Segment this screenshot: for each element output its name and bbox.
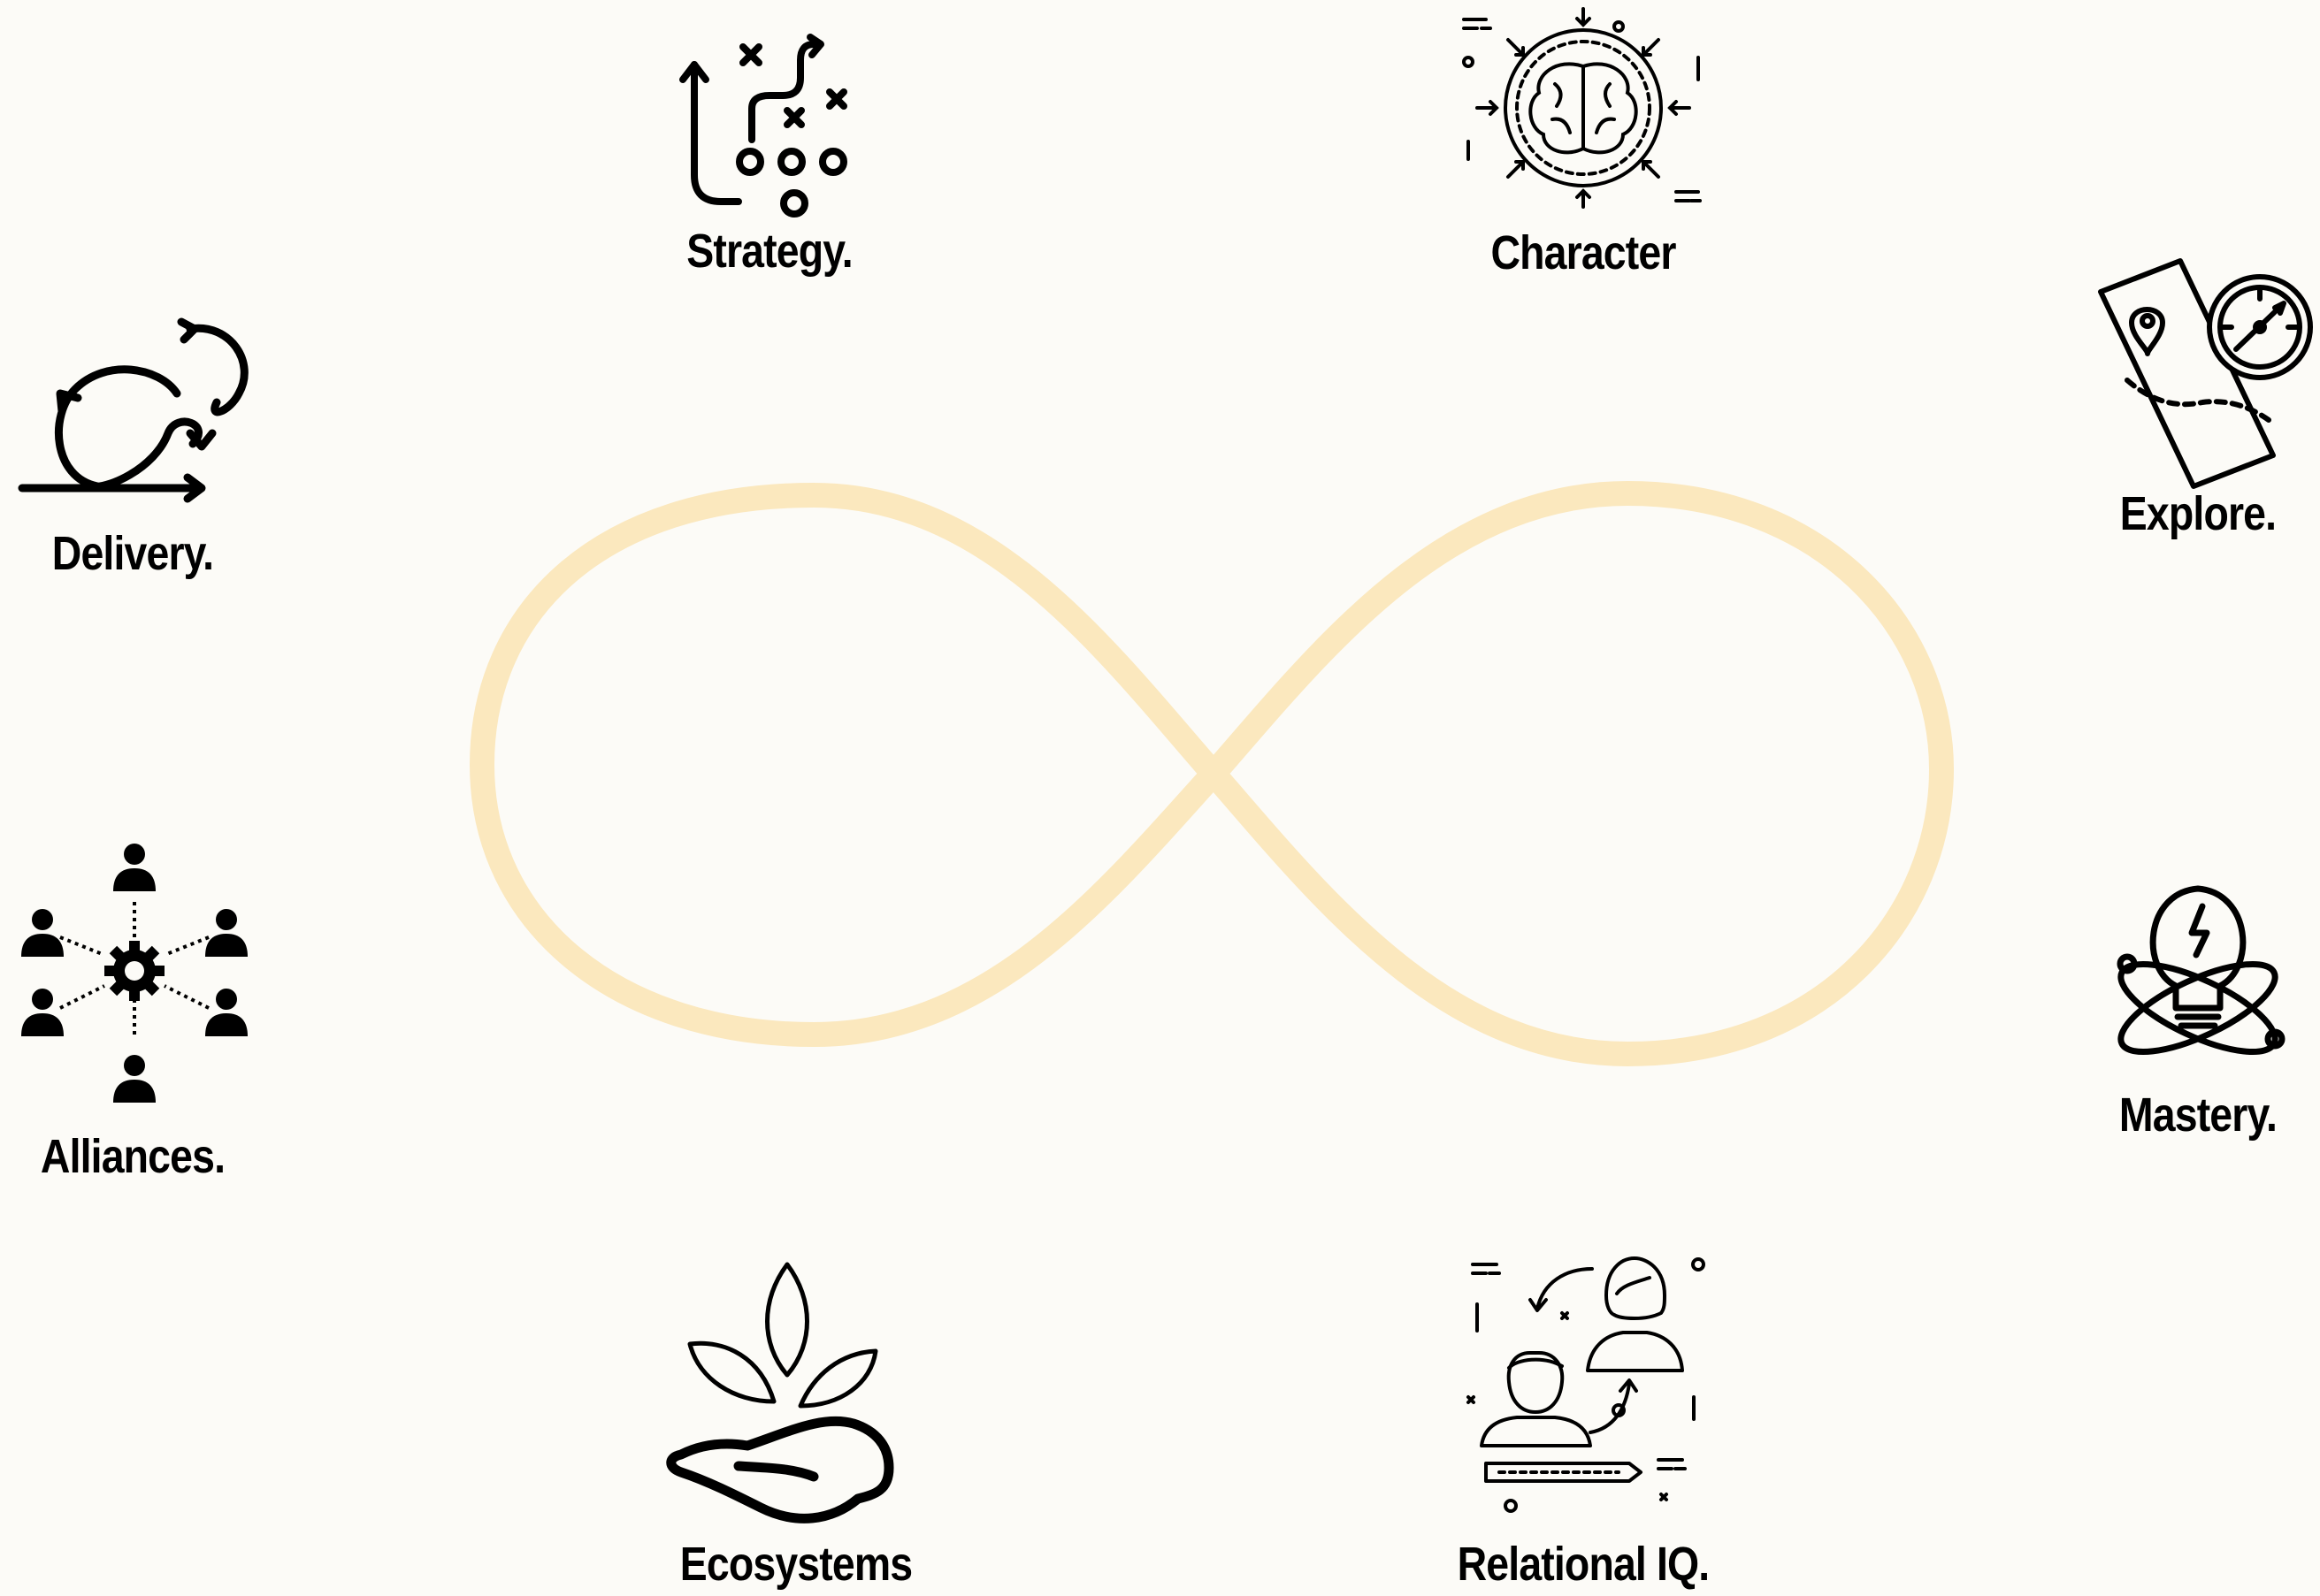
character-label: Character [1490,226,1676,279]
strategy-playbook-icon [679,34,847,218]
ecosystems-label: Ecosystems [679,1538,913,1591]
node-mastery: Mastery. [2079,875,2317,1176]
hand-plant-icon [666,1262,894,1523]
map-compass-icon [2098,258,2313,489]
strategy-label: Strategy. [686,225,853,278]
explore-label: Explore. [2119,487,2277,540]
node-alliances: Alliances. [0,840,265,1194]
lightbulb-atom-icon [2117,885,2286,1056]
alliances-label: Alliances. [40,1130,226,1183]
brain-icon [1462,7,1702,209]
conversation-people-icon [1466,1256,1705,1513]
network-people-icon [21,844,248,1103]
node-strategy: Strategy. [637,25,902,290]
sprint-cycle-icon [18,317,249,503]
node-explore: Explore. [2079,256,2317,557]
node-character: Character [1451,7,1716,292]
relational-label: Relational IQ. [1457,1538,1711,1591]
person-icon [113,844,156,891]
node-delivery: Delivery. [0,309,265,592]
node-relational: Relational IQ. [1433,1251,1734,1592]
delivery-label: Delivery. [51,527,214,580]
mastery-label: Mastery. [2118,1088,2278,1142]
node-ecosystems: Ecosystems [646,1256,946,1592]
